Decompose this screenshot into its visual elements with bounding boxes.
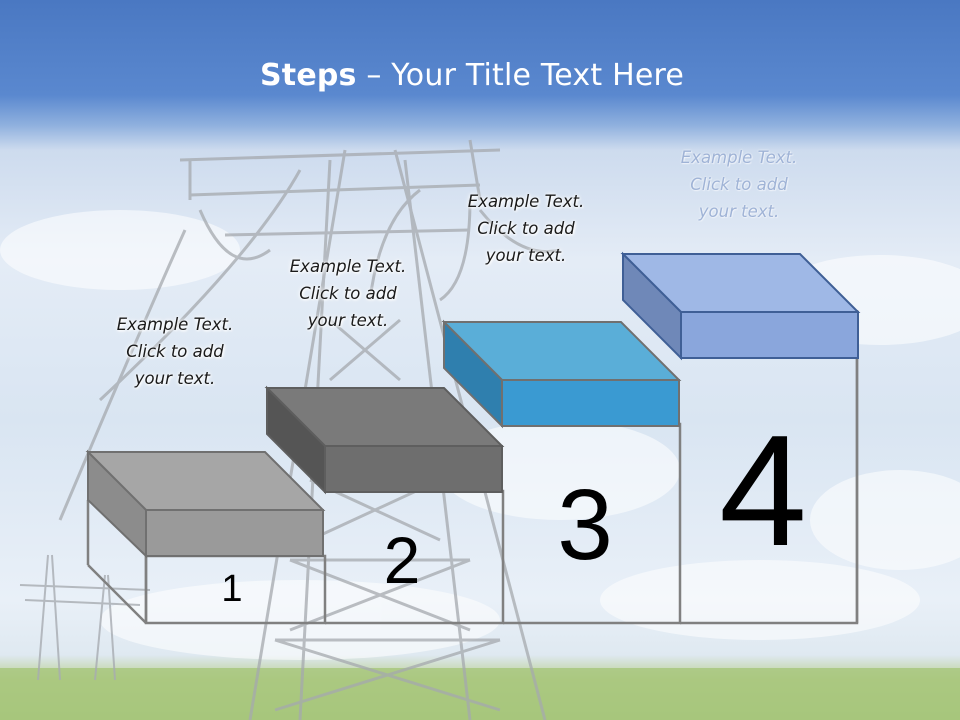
step-text-4-line1: Example Text. [680, 148, 798, 167]
step-text-4[interactable]: Example Text. Click to add your text. [664, 144, 814, 225]
step-text-3-line2: Click to add [477, 219, 575, 238]
step-text-2-line2: Click to add [299, 284, 397, 303]
title-rest: – Your Title Text Here [356, 58, 685, 93]
step-number-1: 1 [221, 568, 243, 610]
step-number-2: 2 [383, 523, 421, 597]
title-bold: Steps [259, 58, 357, 93]
step-text-1[interactable]: Example Text. Click to add your text. [100, 311, 250, 392]
step-block-4 [620, 251, 861, 361]
step-text-2-line1: Example Text. [289, 257, 407, 276]
step-number-4: 4 [719, 403, 807, 579]
step-block-1 [85, 449, 326, 559]
step-block-2 [264, 385, 505, 495]
step-text-1-line3: your text. [134, 369, 216, 388]
step-text-1-line2: Click to add [126, 342, 224, 361]
step-text-3-line3: your text. [485, 246, 567, 265]
step-text-4-line2: Click to add [690, 175, 788, 194]
slide-title[interactable]: Steps – Your Title Text Here [0, 58, 944, 93]
step-text-1-line1: Example Text. [116, 315, 234, 334]
step-text-3[interactable]: Example Text. Click to add your text. [451, 188, 601, 269]
step-block-3 [441, 319, 682, 429]
step-text-2[interactable]: Example Text. Click to add your text. [273, 253, 423, 334]
step-text-4-line3: your text. [698, 202, 780, 221]
step-text-2-line3: your text. [307, 311, 389, 330]
step-text-3-line1: Example Text. [467, 192, 585, 211]
step-number-3: 3 [557, 469, 613, 581]
